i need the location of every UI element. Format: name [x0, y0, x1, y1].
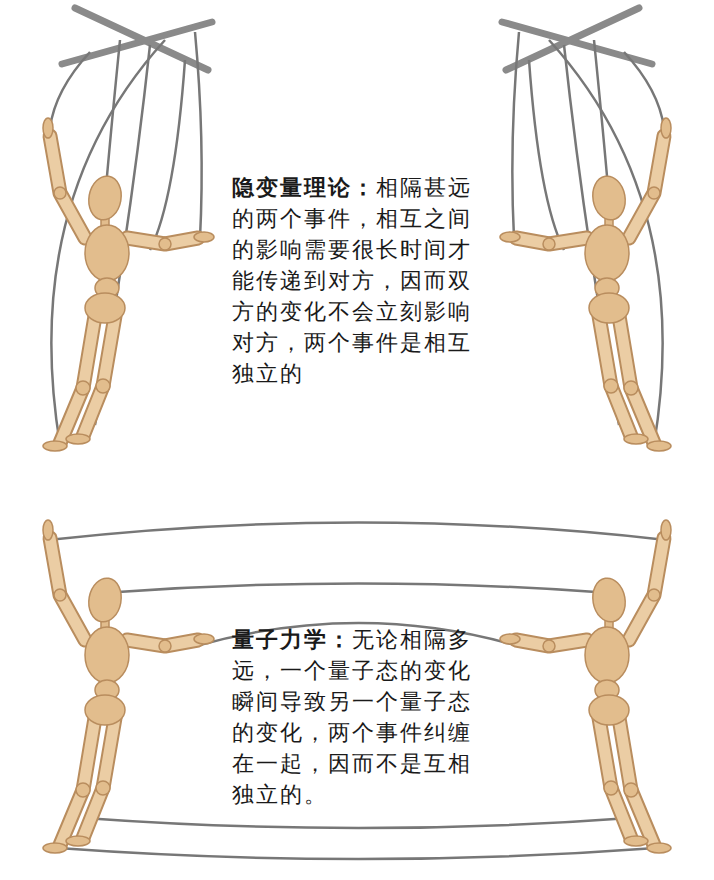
puppet-part — [48, 523, 666, 541]
theory-heading: 量子力学： — [232, 627, 352, 652]
right-top-puppet — [500, 8, 671, 451]
puppet-part — [118, 584, 596, 593]
explanation-text: 量子力学：无论相隔多远，一个量子态的变化瞬间导致另一个量子态的变化，两个事件纠缠… — [232, 624, 482, 810]
theory-body: 相隔甚远的两个事件，相互之间的影响需要很长时间才能传递到对方，因而双方的变化不会… — [232, 175, 472, 386]
explanation-text: 隐变量理论：相隔甚远的两个事件，相互之间的影响需要很长时间才能传递到对方，因而双… — [232, 172, 482, 389]
entangle-strings — [48, 523, 666, 860]
left-top-puppet — [43, 8, 214, 451]
theory-heading: 隐变量理论： — [232, 175, 376, 200]
puppet-part — [84, 818, 630, 828]
right-bottom-puppet — [500, 520, 671, 853]
puppet-part — [58, 848, 656, 859]
left-bottom-puppet — [43, 520, 214, 853]
theory-body: 无论相隔多远，一个量子态的变化瞬间导致另一个量子态的变化，两个事件纠缠在一起，因… — [232, 627, 472, 807]
